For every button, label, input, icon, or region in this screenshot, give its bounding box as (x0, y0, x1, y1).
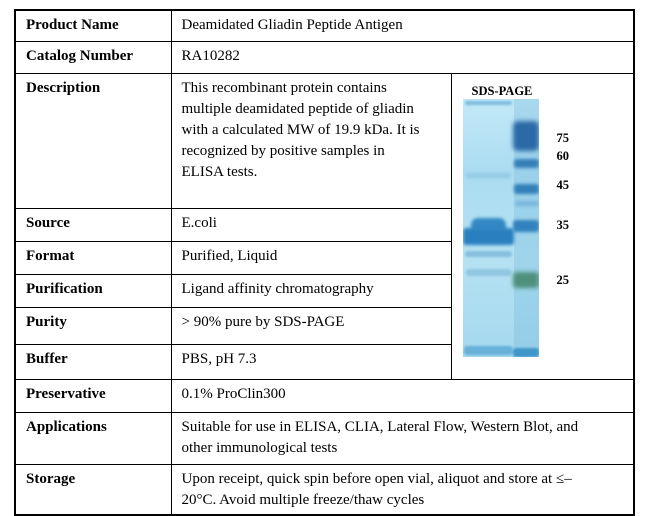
mw-marker-45: 45 (556, 177, 570, 192)
row-label-description: Description (14, 72, 172, 209)
table-row: Buffer PBS, pH 7.3 (14, 343, 634, 380)
row-value-storage: Upon receipt, quick spin before open via… (170, 463, 635, 515)
row-label-source: Source (14, 207, 172, 242)
gel-sample-faint-band-1 (464, 250, 512, 257)
row-label-catalog-number: Catalog Number (14, 40, 172, 74)
mw-marker-25: 25 (556, 272, 570, 287)
mw-marker-75: 75 (556, 130, 570, 145)
gel-marker-band-45 (513, 183, 539, 194)
sds-page-title: SDS-PAGE (471, 83, 533, 98)
gel-marker-bottom-band (512, 347, 539, 357)
table-row: Catalog Number RA10282 (14, 40, 635, 74)
row-value-product-name: Deamidated Gliadin Peptide Antigen (170, 9, 635, 42)
gel-marker-faint-band (514, 200, 539, 206)
row-value-preservative: 0.1% ProClin300 (170, 378, 635, 413)
table-row: Purity > 90% pure by SDS-PAGE (14, 306, 634, 345)
gel-sample-top-streak (464, 100, 512, 105)
table-row: Description This recombinant protein con… (14, 72, 635, 380)
row-value-description: This recombinant protein contains multip… (170, 72, 452, 209)
gel-marker-band-25 (512, 271, 539, 288)
sds-page-cell: SDS-PAGE (450, 72, 635, 380)
gel-sample-main-band-cap (470, 217, 506, 231)
row-label-purity: Purity (14, 306, 172, 345)
gel-sample-main-band (462, 227, 514, 245)
table-row: Product Name Deamidated Gliadin Peptide … (14, 9, 635, 42)
row-label-preservative: Preservative (14, 378, 172, 413)
product-spec-table: Product Name Deamidated Gliadin Peptide … (14, 9, 636, 516)
storage-text: Upon receipt, quick spin before open via… (181, 470, 572, 508)
gel-sample-faint-band-2 (465, 268, 511, 276)
row-value-purification: Ligand affinity chromatography (170, 273, 452, 308)
table-row: Purification Ligand affinity chromatogra… (14, 273, 634, 308)
gel-sample-bottom-smear (463, 345, 513, 355)
row-value-catalog-number: RA10282 (170, 40, 635, 74)
gel-marker-band-35 (512, 219, 539, 232)
row-value-buffer: PBS, pH 7.3 (170, 343, 452, 380)
table-row: Storage Upon receipt, quick spin before … (14, 463, 635, 515)
description-text: This recombinant protein contains multip… (181, 79, 420, 180)
table-row: Preservative 0.1% ProClin300 (14, 378, 635, 413)
row-value-source: E.coli (170, 207, 452, 242)
gel-marker-band-60 (513, 158, 539, 168)
row-label-purification: Purification (14, 273, 172, 308)
row-value-applications: Suitable for use in ELISA, CLIA, Lateral… (170, 411, 635, 465)
row-label-format: Format (14, 240, 172, 275)
mw-marker-35: 35 (556, 217, 570, 232)
table-row: Applications Suitable for use in ELISA, … (14, 411, 635, 465)
row-label-buffer: Buffer (14, 343, 172, 380)
gel-sample-faint-upper-band (465, 172, 511, 178)
sds-page-gel-image (462, 98, 539, 357)
mw-marker-60: 60 (556, 148, 570, 163)
row-value-purity: > 90% pure by SDS-PAGE (170, 306, 452, 345)
row-label-storage: Storage (14, 463, 172, 515)
gel-marker-band-75 (512, 120, 539, 151)
row-label-applications: Applications (14, 411, 172, 465)
row-value-format: Purified, Liquid (170, 240, 452, 275)
row-label-product-name: Product Name (14, 9, 172, 42)
applications-text: Suitable for use in ELISA, CLIA, Lateral… (181, 418, 579, 456)
